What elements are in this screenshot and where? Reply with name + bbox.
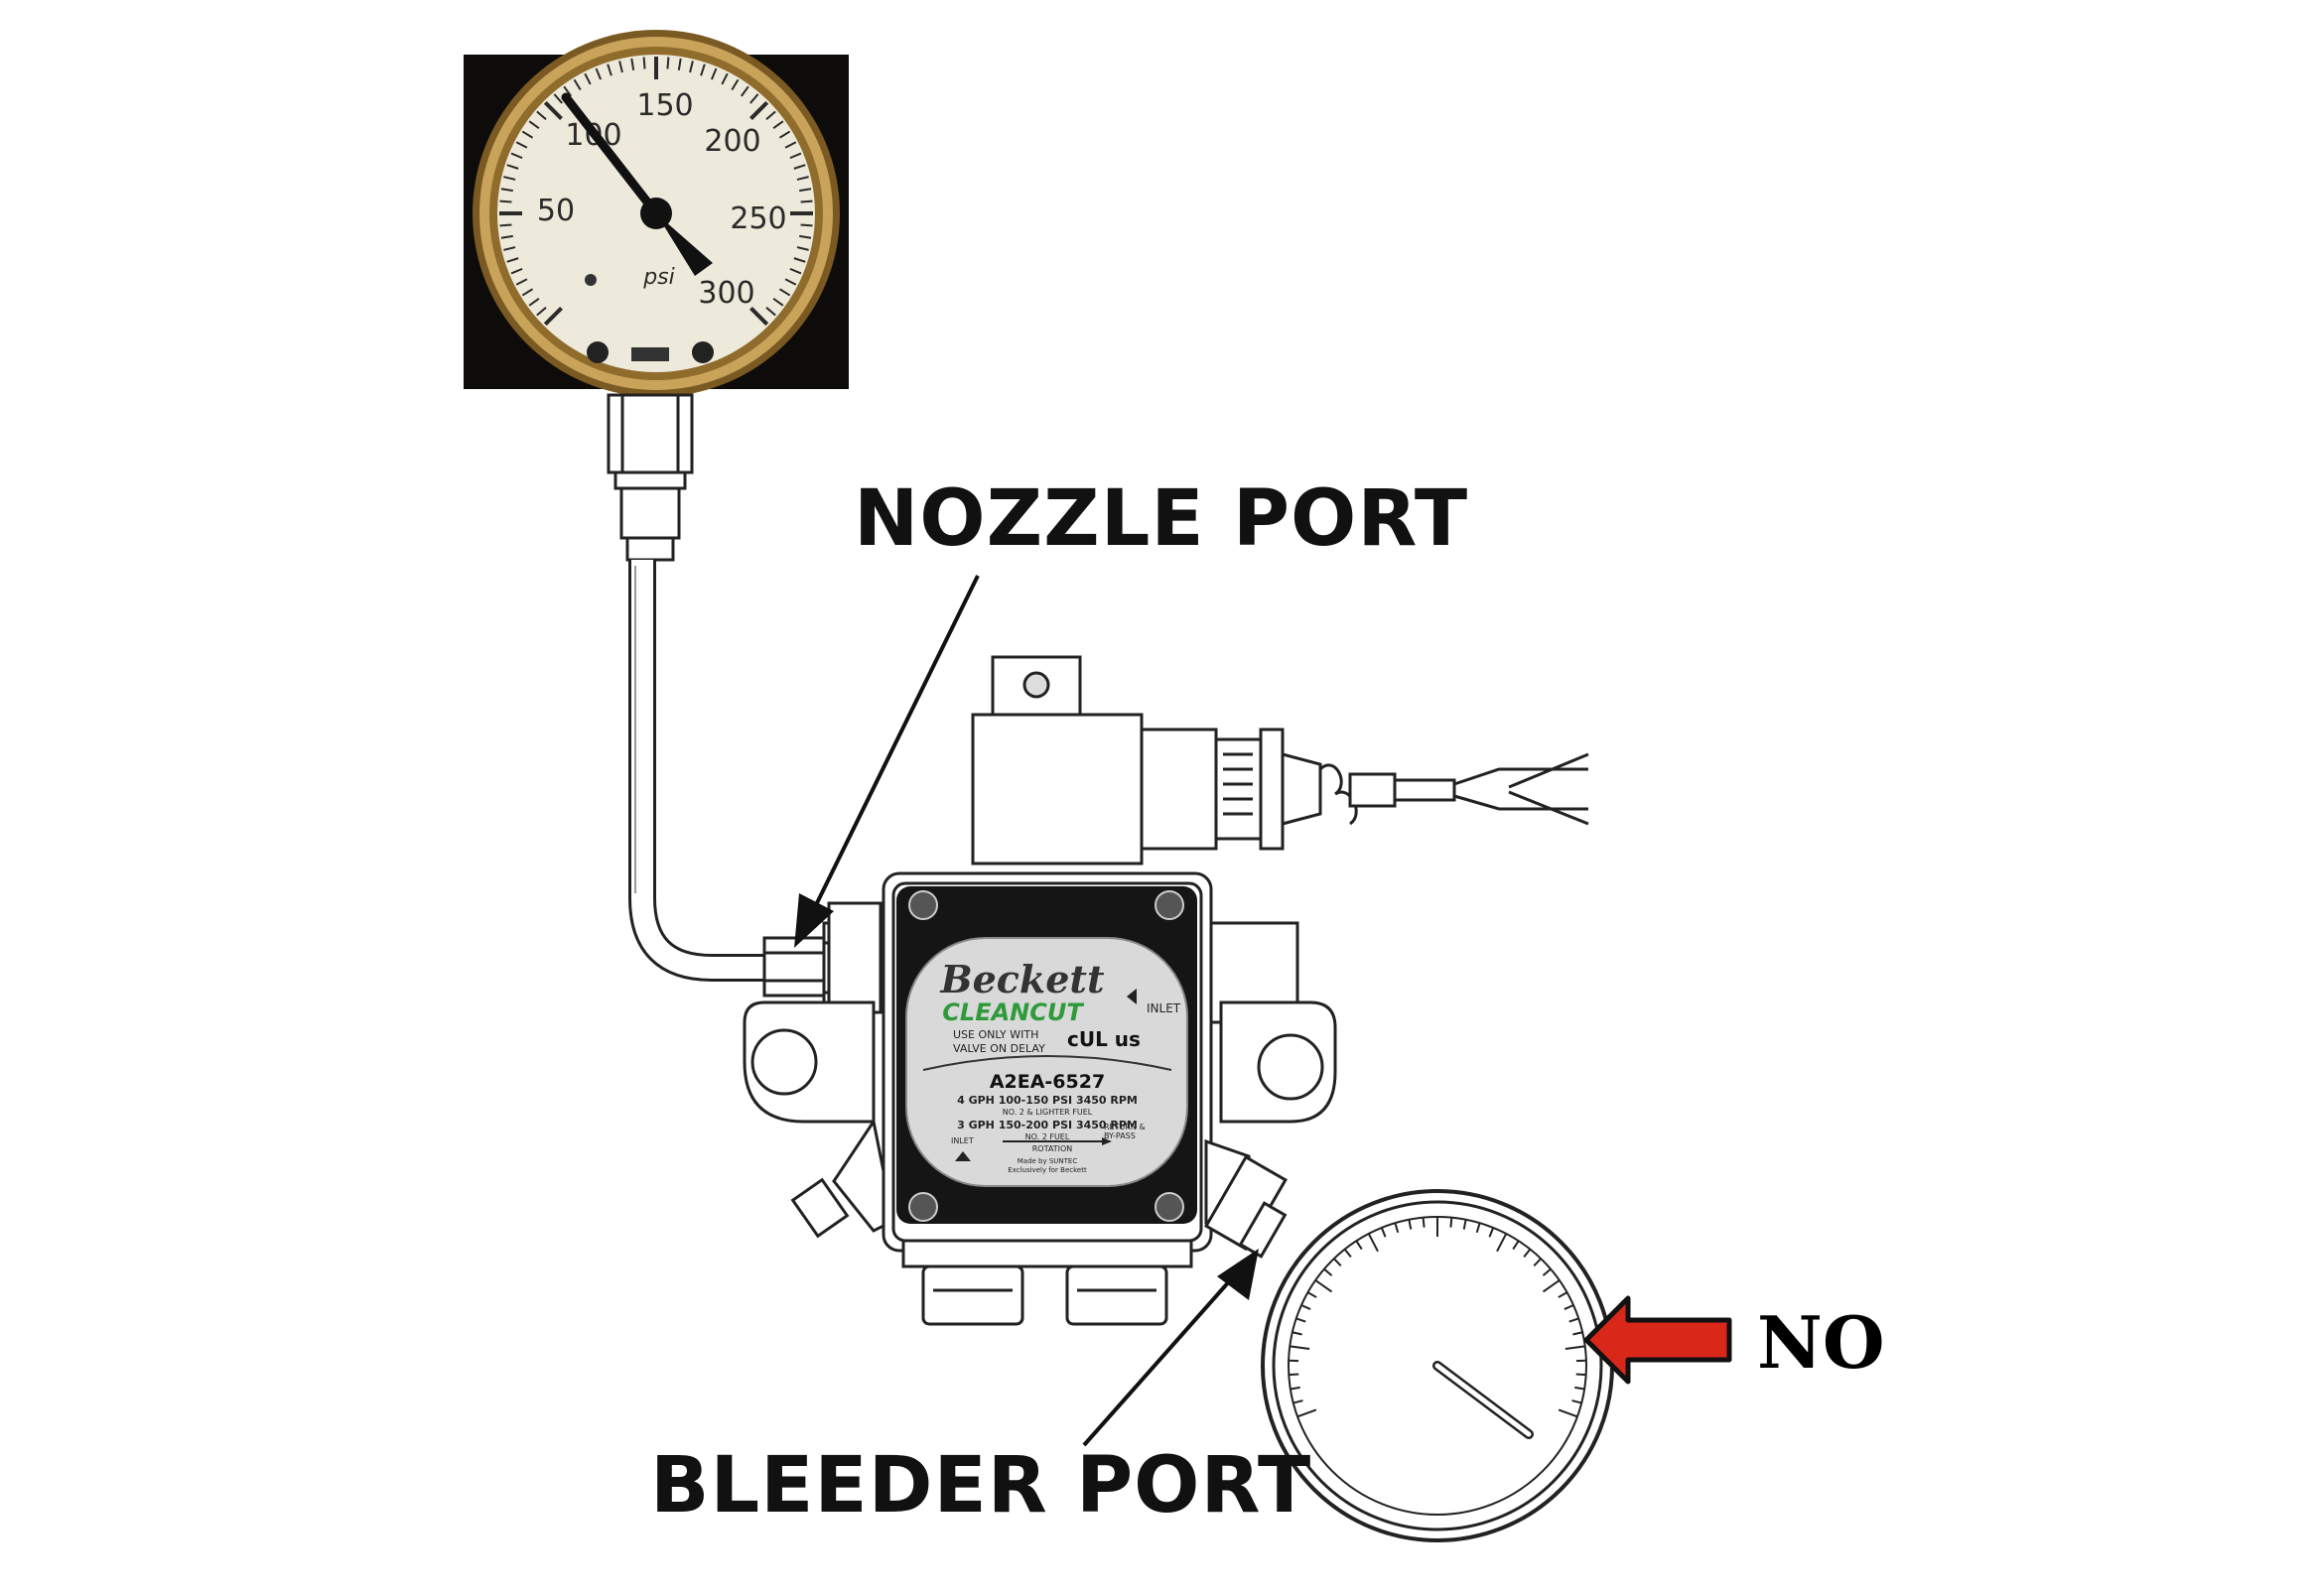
plate-model: A2EA-6527 bbox=[990, 1071, 1105, 1093]
nozzle-fitting-nut bbox=[764, 938, 824, 996]
gauge-fitting-collar bbox=[615, 472, 685, 488]
gauge-scale-label-300: 300 bbox=[698, 276, 754, 311]
gauge-tick bbox=[644, 57, 645, 68]
nozzle-port-label: NOZZLE PORT bbox=[854, 474, 1468, 564]
bleeder-pressure-gauge bbox=[1263, 1191, 1612, 1540]
wire-sleeve bbox=[1350, 774, 1395, 806]
solenoid-valve bbox=[973, 657, 1588, 864]
bleeder-gauge-tick bbox=[1289, 1375, 1298, 1376]
solenoid-coil bbox=[973, 715, 1142, 864]
connector-strain-relief bbox=[1283, 754, 1320, 824]
gauge-scale-label-250: 250 bbox=[730, 201, 786, 236]
connector-flange bbox=[1261, 730, 1283, 849]
plate-maker-2: Exclusively for Beckett bbox=[1008, 1166, 1087, 1174]
tube-nut bbox=[621, 488, 679, 538]
wire-jacket bbox=[1395, 780, 1454, 800]
verdict-no-label: NO bbox=[1757, 1300, 1885, 1385]
pump-base-plate bbox=[903, 1241, 1191, 1266]
bleeder-gauge-tick bbox=[1424, 1218, 1425, 1228]
plate-inlet-bottom: INLET bbox=[951, 1136, 974, 1145]
gauge-bottom-dot-right bbox=[692, 341, 714, 363]
plate-rotation: ROTATION bbox=[1032, 1144, 1073, 1153]
plate-rating-2-fuel: NO. 2 FUEL bbox=[1025, 1132, 1070, 1141]
solenoid-connector-body bbox=[1142, 730, 1216, 849]
plate-maker-1: Made by SUNTEC bbox=[1018, 1157, 1078, 1165]
bleeder-port-label: BLEEDER PORT bbox=[650, 1441, 1311, 1530]
pump-bottom-port-left bbox=[923, 1266, 1022, 1324]
gauge-tube-outline bbox=[642, 560, 769, 968]
bleeder-gauge-tick bbox=[1576, 1375, 1586, 1376]
gauge-maker-badge bbox=[631, 347, 669, 361]
pump-left-mount-hole bbox=[752, 1030, 816, 1094]
plate-rating-1-fuel: NO. 2 & LIGHTER FUEL bbox=[1003, 1108, 1093, 1117]
gauge-tick bbox=[801, 224, 813, 225]
gauge-needle-hub bbox=[640, 198, 672, 229]
bleeder-port-pointer-head bbox=[1217, 1249, 1259, 1300]
gauge-fittings bbox=[609, 395, 692, 560]
nozzle-port-pointer-line bbox=[812, 576, 978, 913]
gauge-scale-label-200: 200 bbox=[704, 124, 760, 159]
plate-return-1: RETURN & bbox=[1104, 1123, 1146, 1131]
gauge-tick bbox=[499, 201, 511, 202]
pump-bottom-port-right bbox=[1067, 1266, 1166, 1324]
top-pressure-gauge: 50 100 150 200 250 300 psi bbox=[464, 30, 849, 397]
gauge-tube bbox=[642, 560, 769, 968]
gauge-scale-label-150: 150 bbox=[636, 88, 693, 123]
bleeder-port-fitting bbox=[1206, 1141, 1286, 1257]
plate-rating-1: 4 GPH 100-150 PSI 3450 RPM bbox=[957, 1094, 1138, 1107]
gauge-unit-label: psi bbox=[642, 265, 675, 290]
plate-return-2: BY-PASS bbox=[1104, 1131, 1136, 1140]
gauge-tick bbox=[499, 224, 511, 225]
gauge-face-screw bbox=[585, 274, 597, 286]
plate-product-line: CLEANCUT bbox=[942, 998, 1084, 1026]
plate-usage-note-2: VALVE ON DELAY bbox=[953, 1042, 1045, 1055]
gauge-tick bbox=[667, 57, 668, 68]
pump-left-port-boss bbox=[829, 903, 881, 1012]
plate-brand: Beckett bbox=[939, 957, 1104, 1001]
gauge-tick bbox=[801, 201, 813, 202]
plate-cert-mark: cUL us bbox=[1067, 1027, 1141, 1051]
pump-right-mount-hole bbox=[1259, 1035, 1322, 1099]
tube-ferrule bbox=[627, 538, 673, 560]
plate-inlet-top: INLET bbox=[1147, 1001, 1181, 1015]
plate-usage-note-1: USE ONLY WITH bbox=[953, 1028, 1038, 1041]
gauge-bottom-dot-left bbox=[587, 341, 609, 363]
gauge-scale-label-50: 50 bbox=[537, 194, 575, 228]
bleeder-gauge-tick bbox=[1450, 1218, 1451, 1228]
